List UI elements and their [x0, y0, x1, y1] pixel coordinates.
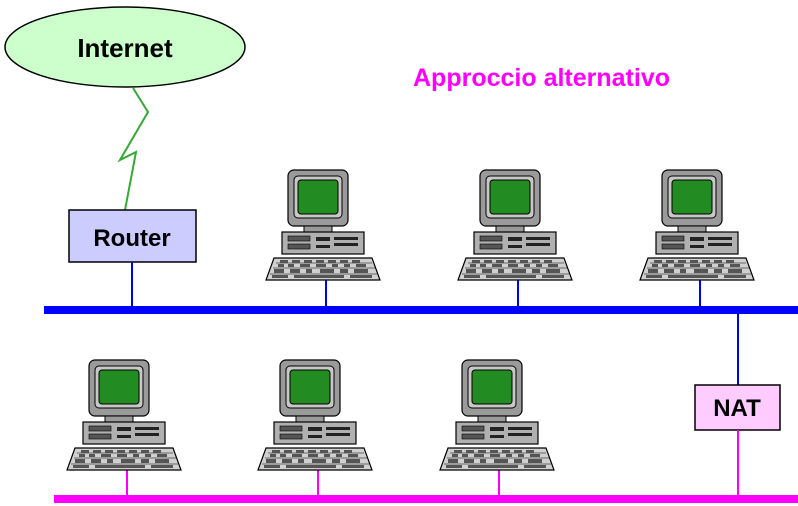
desktop-computer-icon [439, 359, 555, 471]
desktop-computer-icon [265, 169, 381, 281]
diagram-title: Approccio alternativo [413, 64, 670, 92]
router-label: Router [93, 225, 170, 252]
desktop-computer-icon [639, 169, 755, 281]
desktop-computer-icon [457, 169, 573, 281]
internet-link [117, 87, 150, 211]
internet-ellipse [4, 6, 246, 88]
desktop-computer-icon [257, 359, 373, 471]
nat-box [694, 384, 781, 431]
lower-lan-drops [126, 430, 739, 495]
internet-label: Internet [77, 33, 173, 63]
nat-label: NAT [713, 395, 761, 422]
desktop-computer-icon [66, 359, 182, 471]
